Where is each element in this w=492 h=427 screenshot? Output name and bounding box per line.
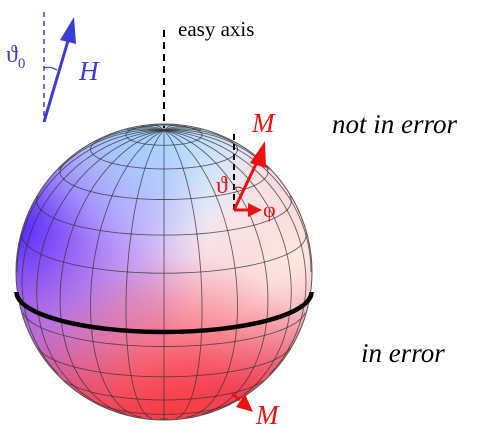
field-vector-group: ϑ0 H — [6, 12, 100, 123]
equator — [14, 291, 314, 335]
azimuth-arrow-head — [248, 203, 262, 217]
sphere-meridian — [163, 128, 228, 140]
state-label-not-in-error: not in error — [332, 109, 457, 139]
sphere-meridian — [163, 127, 202, 131]
polar-angle-arc — [233, 186, 246, 191]
sphere-meridian — [58, 129, 165, 171]
sphere-meridian — [16, 129, 165, 273]
sphere-meridian — [163, 129, 312, 273]
sphere-meridian — [36, 129, 165, 405]
sphere-grid — [16, 124, 312, 420]
moment-bottom-arrow — [231, 392, 241, 402]
field-label: H — [78, 56, 100, 86]
moment-top-arrow-head — [250, 141, 266, 168]
field-angle-arc — [43, 66, 58, 71]
sphere-meridian — [163, 124, 174, 131]
moment-bottom-arrow-head — [236, 394, 253, 412]
easy-axis-label: easy axis — [178, 17, 254, 41]
sphere-meridian — [163, 129, 203, 419]
moment-bottom-label: M — [255, 400, 280, 427]
sphere-meridian — [126, 127, 165, 131]
sphere-meridian — [21, 129, 165, 375]
sphere-meridian — [90, 129, 165, 418]
sphere-meridian — [125, 129, 165, 419]
sphere-meridian — [163, 129, 292, 405]
field-arrow — [42, 33, 72, 123]
sphere-meridian — [163, 129, 307, 375]
sphere-meridian — [59, 129, 165, 415]
moment-top-group: M ϑ φ — [216, 108, 276, 222]
azimuth-angle-label: φ — [263, 197, 276, 222]
moment-bottom-group: M — [231, 392, 280, 427]
moment-top-arrow — [232, 159, 260, 211]
sphere-meridian — [163, 129, 269, 415]
sphere-meridian — [163, 125, 187, 131]
sphere-meridian — [154, 124, 165, 131]
field-angle-label: ϑ0 — [6, 42, 25, 72]
sphere — [14, 123, 314, 421]
field-arrow-head — [60, 17, 76, 44]
moment-top-label: M — [251, 108, 276, 138]
polar-angle-label: ϑ — [216, 173, 228, 199]
sphere-meridian — [141, 125, 165, 131]
state-label-in-error: in error — [361, 338, 445, 368]
sphere-meridian — [163, 129, 238, 418]
sphere-meridian — [100, 128, 165, 140]
